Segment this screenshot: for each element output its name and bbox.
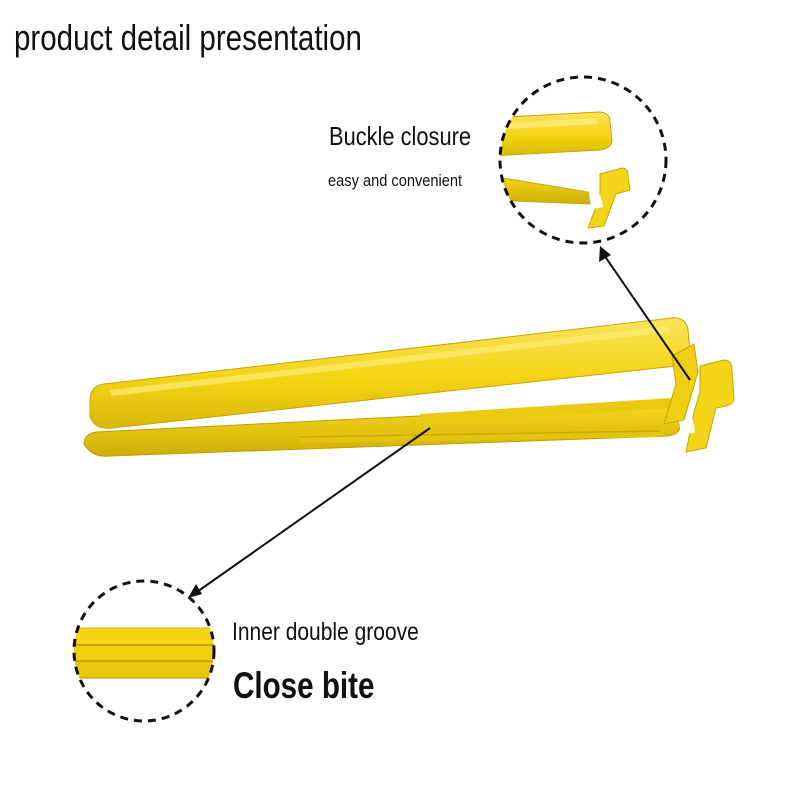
groove-zoom-rail-bottom bbox=[74, 662, 214, 678]
buckle-closure-heading: Buckle closure bbox=[329, 121, 472, 151]
groove-arrow-line bbox=[193, 427, 431, 595]
buckle-zoom-slot bbox=[590, 195, 604, 209]
buckle-zoom-hook bbox=[587, 167, 631, 229]
clip-buckle-hinge bbox=[663, 343, 699, 425]
buckle-closure-subheading: easy and convenient bbox=[328, 171, 463, 190]
clip-groove-line bbox=[299, 430, 661, 438]
clip-inner-rail-1 bbox=[420, 398, 674, 424]
clip-upper-bar-highlight bbox=[110, 326, 670, 396]
buckle-arrow-head bbox=[599, 246, 611, 262]
buckle-arrow-line bbox=[601, 251, 691, 381]
groove-circle-border bbox=[72, 579, 216, 723]
callout-arrows bbox=[188, 246, 691, 598]
clip-buckle-hook bbox=[685, 359, 735, 453]
close-bite-subheading: Close bite bbox=[233, 665, 375, 706]
groove-zoom-rail-top bbox=[74, 628, 214, 644]
groove-detail-circle bbox=[72, 579, 216, 723]
page-title: product detail presentation bbox=[14, 17, 362, 58]
buckle-zoom-top-face bbox=[500, 118, 598, 130]
inner-groove-heading: Inner double groove bbox=[232, 618, 419, 646]
buckle-circle-border bbox=[498, 75, 668, 245]
buckle-detail-circle bbox=[498, 75, 668, 245]
groove-zoom-rail-mid bbox=[74, 646, 214, 660]
bag-clip-product bbox=[83, 317, 735, 457]
buckle-zoom-bottom-bar bbox=[500, 175, 591, 205]
clip-buckle-slot bbox=[678, 418, 696, 436]
groove-arrow-head bbox=[188, 584, 202, 598]
